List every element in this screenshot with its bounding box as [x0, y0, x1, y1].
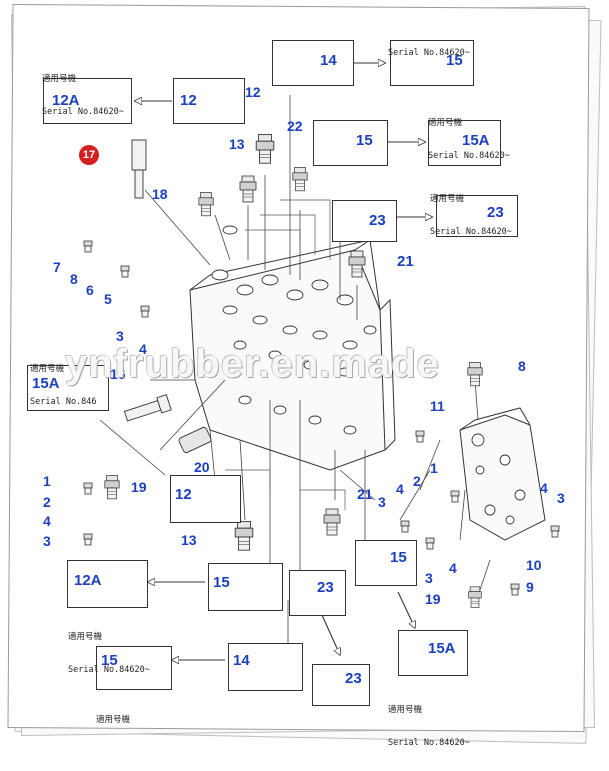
- label-12a-low: 12A: [74, 572, 102, 589]
- box-15-top: [390, 40, 474, 86]
- callout-22: 22: [287, 118, 303, 134]
- note-mid-right: 適用号機 Serial No.84620~: [428, 96, 510, 184]
- note-bottom-right-line2: Serial No.84620~: [388, 738, 470, 748]
- label-15-right-low: 15: [390, 549, 407, 566]
- note-left-mid-line2: Serial No.846: [30, 397, 97, 407]
- callout-3r2: 3: [557, 490, 565, 506]
- callout-19b: 19: [425, 591, 441, 607]
- callout-3r1: 3: [378, 494, 386, 510]
- callout-10: 10: [526, 557, 542, 573]
- callout-2r: 2: [413, 473, 421, 489]
- label-12-low: 12: [175, 486, 192, 503]
- parts-diagram: 適用号機 Serial No.84620~ Serial No.84620~ 適…: [7, 3, 602, 748]
- box-23-right: [436, 195, 518, 237]
- small-valve-body: [459, 407, 546, 541]
- note-mid-right-line1: 適用号機: [428, 118, 463, 128]
- box-23-low: [289, 570, 346, 616]
- callout-9: 9: [526, 579, 534, 595]
- callout-1: 1: [43, 473, 51, 489]
- callout-7: 7: [53, 259, 61, 275]
- callout-11: 11: [430, 398, 445, 414]
- label-12a-top: 12A: [52, 92, 80, 109]
- note-top-right: Serial No.84620~: [388, 26, 470, 81]
- callout-2: 2: [43, 494, 51, 510]
- callout-6: 6: [86, 282, 94, 298]
- label-15a-right-low: 15A: [428, 640, 456, 657]
- note-mid-right-2: 適用号機 Serial No.84620~: [430, 172, 512, 260]
- label-23-bottom: 23: [345, 670, 362, 687]
- note-top-right-line1: Serial No.84620~: [388, 48, 470, 58]
- callout-4r2: 4: [540, 480, 548, 496]
- box-12a-top: [43, 78, 132, 124]
- box-14-bottom: [228, 643, 303, 691]
- box-15-bottom: [96, 646, 172, 690]
- callout-12-top: 12: [245, 84, 261, 100]
- note-mid-right-line2: Serial No.84620~: [428, 151, 510, 161]
- label-15-low: 15: [213, 574, 230, 591]
- callout-4a: 4: [139, 341, 147, 357]
- note-top-left: 適用号機 Serial No.84620~: [42, 52, 124, 140]
- label-21: 21: [397, 253, 414, 270]
- box-15-low: [208, 563, 283, 611]
- box-12-low: [170, 475, 241, 523]
- label-12-top: 12: [180, 92, 197, 109]
- callout-4b: 4: [43, 513, 51, 529]
- box-15a-mid: [428, 120, 501, 166]
- label-14-bottom: 14: [233, 652, 250, 669]
- callout-4r1: 4: [396, 481, 404, 497]
- callout-5: 5: [104, 291, 112, 307]
- label-15-bottom: 15: [101, 652, 118, 669]
- note-bottom-mid-line1: 適用号機: [68, 632, 103, 642]
- box-23-bottom: [312, 664, 370, 706]
- box-14-top: [272, 40, 354, 86]
- note-bottom-left: 適用号機: [96, 693, 130, 748]
- note-mid-right-2-line2: Serial No.84620~: [430, 227, 512, 237]
- callout-1r: 1: [430, 460, 438, 476]
- callout-21b: 21: [357, 486, 373, 502]
- box-12-top: [173, 78, 245, 124]
- box-15a-left: [27, 365, 109, 411]
- label-15a-left: 15A: [32, 375, 60, 392]
- note-left-mid: 適用号機 Serial No.846: [30, 342, 97, 430]
- callout-20: 20: [194, 459, 210, 475]
- callout-13-low: 13: [181, 532, 197, 548]
- callout-4r3: 4: [449, 560, 457, 576]
- box-12a-low: [67, 560, 148, 608]
- callout-19a: 19: [131, 479, 147, 495]
- label-23-right: 23: [487, 204, 504, 221]
- callout-8r: 8: [518, 358, 526, 374]
- label-23-low: 23: [317, 579, 334, 596]
- box-15-right-low: [355, 540, 417, 586]
- label-15a-mid: 15A: [462, 132, 490, 149]
- note-bottom-right: 適用号機 Serial No.84620~: [388, 683, 470, 771]
- diagram-linework: [76, 46, 560, 692]
- label-14-top: 14: [320, 52, 337, 69]
- note-bottom-mid-line2: Serial No.84620~: [68, 665, 150, 675]
- label-15-mid: 15: [356, 132, 373, 149]
- box-23-mid: [332, 200, 397, 242]
- callout-16: 16: [110, 366, 126, 382]
- note-top-left-line1: 適用号機: [42, 74, 77, 84]
- box-15-mid: [313, 120, 388, 166]
- callout-3b: 3: [43, 533, 51, 549]
- watermark: ynfrubber.en.made: [65, 342, 440, 386]
- note-left-mid-line1: 適用号機: [30, 364, 65, 374]
- valve-body: [189, 239, 396, 471]
- callout-3a: 3: [116, 328, 124, 344]
- callout-3-low-right: 3: [425, 570, 433, 586]
- note-mid-right-2-line1: 適用号機: [430, 194, 465, 204]
- note-top-left-line2: Serial No.84620~: [42, 107, 124, 117]
- callout-18: 18: [152, 186, 168, 202]
- note-bottom-mid: 適用号機 Serial No.84620~: [68, 610, 150, 698]
- label-15-top: 15: [446, 52, 463, 69]
- box-15a-right-low: [398, 630, 468, 676]
- label-23-mid: 23: [369, 212, 386, 229]
- note-bottom-right-line1: 適用号機: [388, 705, 423, 715]
- callout-8: 8: [70, 271, 78, 287]
- part-17-badge: 17: [79, 145, 99, 165]
- note-bottom-left-line1: 適用号機: [96, 715, 131, 725]
- callout-13-top: 13: [229, 136, 245, 152]
